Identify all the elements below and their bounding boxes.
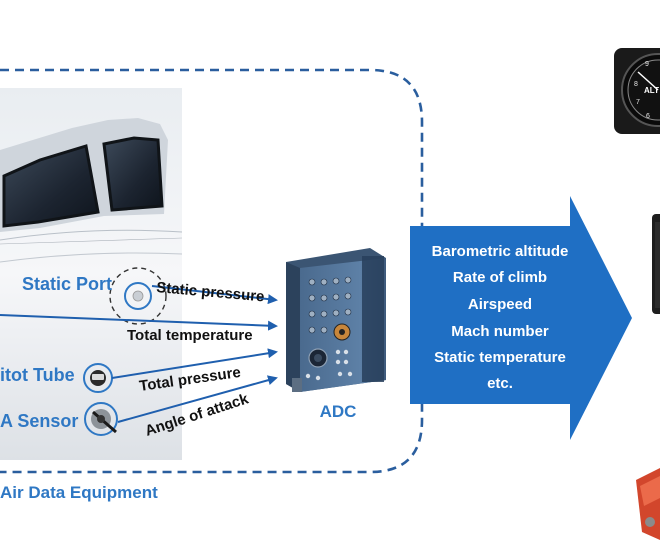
cockpit-window-left	[2, 144, 100, 228]
aircraft-nose-photo	[0, 88, 183, 460]
output-item: Airspeed	[468, 296, 532, 313]
static-port	[109, 267, 167, 325]
orange-equipment	[636, 468, 660, 540]
pitot-tube-sensor	[83, 363, 113, 393]
output-item: Barometric altitude	[432, 243, 569, 260]
signal-arrows	[0, 285, 278, 423]
static-pressure-arrow	[151, 285, 278, 305]
svg-text:6: 6	[646, 113, 650, 120]
cockpit-window-right	[102, 136, 164, 212]
total-pressure-arrow	[111, 348, 278, 379]
total-temperature-arrow	[0, 314, 278, 331]
static-port-label: Static Port	[22, 274, 112, 294]
altimeter-label: ALT	[644, 86, 659, 95]
svg-text:9: 9	[645, 61, 649, 68]
aoa-sensor-label: A Sensor	[0, 411, 78, 431]
aoa-sensor	[84, 402, 118, 436]
display-unit	[652, 214, 660, 314]
adc-unit	[286, 248, 386, 392]
angle-of-attack-arrow	[117, 375, 278, 423]
output-arrow	[410, 196, 632, 440]
air-data-equipment-label: Air Data Equipment	[0, 483, 158, 502]
output-item: Mach number	[451, 323, 549, 340]
output-item: etc.	[487, 375, 513, 392]
svg-text:7: 7	[636, 99, 640, 106]
pitot-tube-label: itot Tube	[0, 365, 75, 385]
output-item: Static temperature	[434, 349, 566, 366]
adc-label: ADC	[320, 402, 357, 421]
svg-text:8: 8	[634, 81, 638, 88]
output-list: Barometric altitude Rate of climb Airspe…	[432, 243, 569, 392]
altimeter-instrument: 8 7 6 9 ALT	[614, 48, 660, 134]
output-item: Rate of climb	[453, 269, 547, 286]
total-temperature-label: Total temperature	[127, 327, 253, 344]
